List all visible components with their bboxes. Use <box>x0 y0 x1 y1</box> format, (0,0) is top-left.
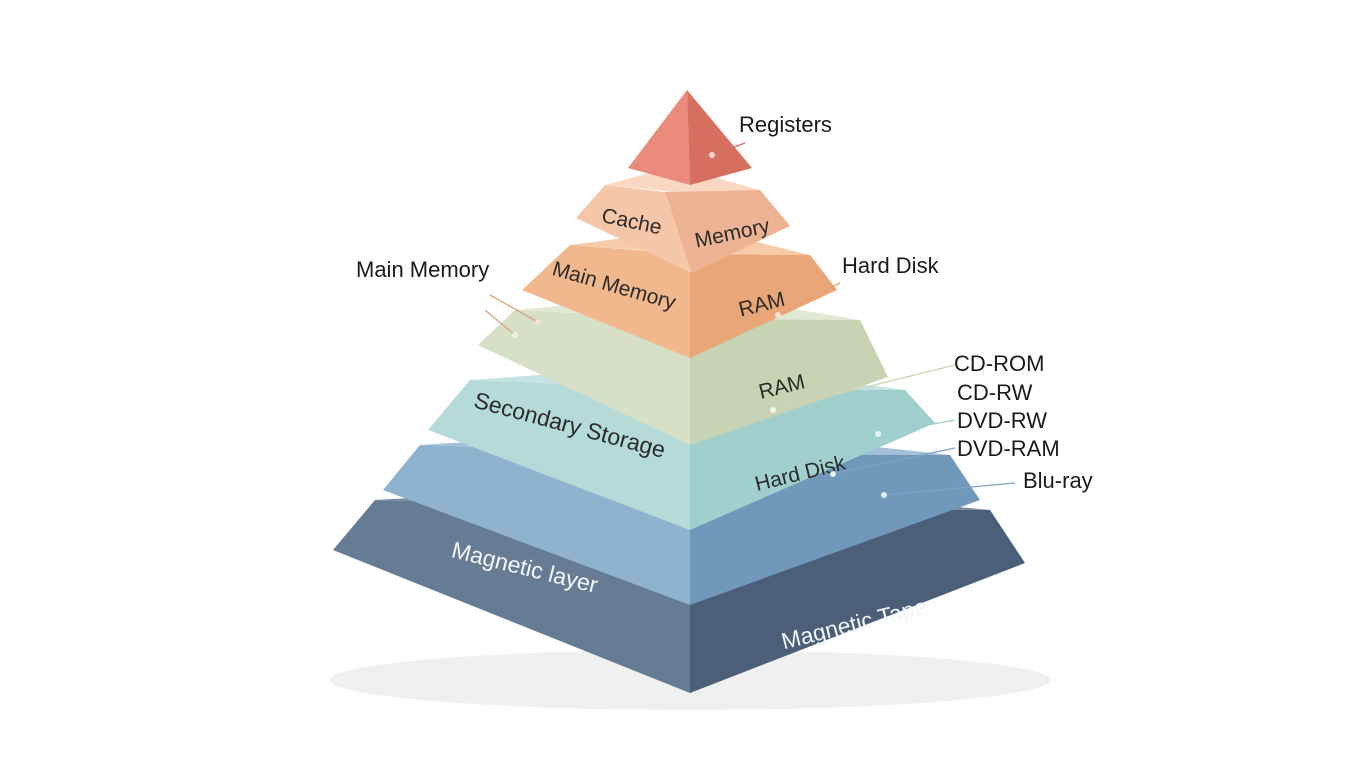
leader-hard-disk <box>777 282 841 316</box>
tier-main-memory-left-face <box>522 245 690 358</box>
callouts: Registers Main Memory Hard Disk CD-ROM C… <box>356 112 1093 493</box>
dot-dvd-rw <box>875 431 881 437</box>
dot-cd-rom <box>770 407 776 413</box>
callout-blu-ray: Blu-ray <box>1023 468 1093 493</box>
tier-registers <box>628 90 752 185</box>
dot-blu-ray <box>881 492 887 498</box>
dot-registers <box>709 152 715 158</box>
callout-dvd-ram: DVD-RAM <box>957 436 1060 461</box>
leader-registers <box>711 142 746 156</box>
dot-main-memory-a <box>535 319 541 325</box>
callout-dvd-rw: DVD-RW <box>957 408 1047 433</box>
leader-main-memory-a <box>489 294 539 323</box>
tier-registers-right-face <box>687 90 752 185</box>
leader-blu-ray <box>883 482 1016 496</box>
leader-main-memory-b <box>484 309 516 336</box>
callout-hard-disk: Hard Disk <box>842 253 940 278</box>
tier-cache-memory-right-face <box>665 190 790 273</box>
callout-cd-rw: CD-RW <box>957 380 1033 405</box>
tier-main-memory-right-face <box>690 254 837 358</box>
callout-cd-rom: CD-ROM <box>954 351 1044 376</box>
dot-main-memory-b <box>512 332 518 338</box>
tier-ram-right-face <box>690 319 888 445</box>
tier-ram-left-face <box>478 310 690 445</box>
pyramid-tiers <box>333 90 1025 693</box>
leader-lines <box>484 142 1016 498</box>
tier-registers-left-face <box>628 90 690 185</box>
leader-dvd-rw <box>877 419 956 435</box>
tier-secondary-storage-left-face <box>428 380 690 530</box>
dot-hard-disk <box>775 312 781 318</box>
leader-cd-rom <box>772 364 956 411</box>
tier-secondary-storage-right-face <box>690 389 935 530</box>
tier-cache-memory-left-face <box>576 185 692 273</box>
callout-registers: Registers <box>739 112 832 137</box>
leader-dvd-ram <box>832 447 956 475</box>
callout-main-memory: Main Memory <box>356 257 489 282</box>
dot-dvd-ram <box>830 471 836 477</box>
